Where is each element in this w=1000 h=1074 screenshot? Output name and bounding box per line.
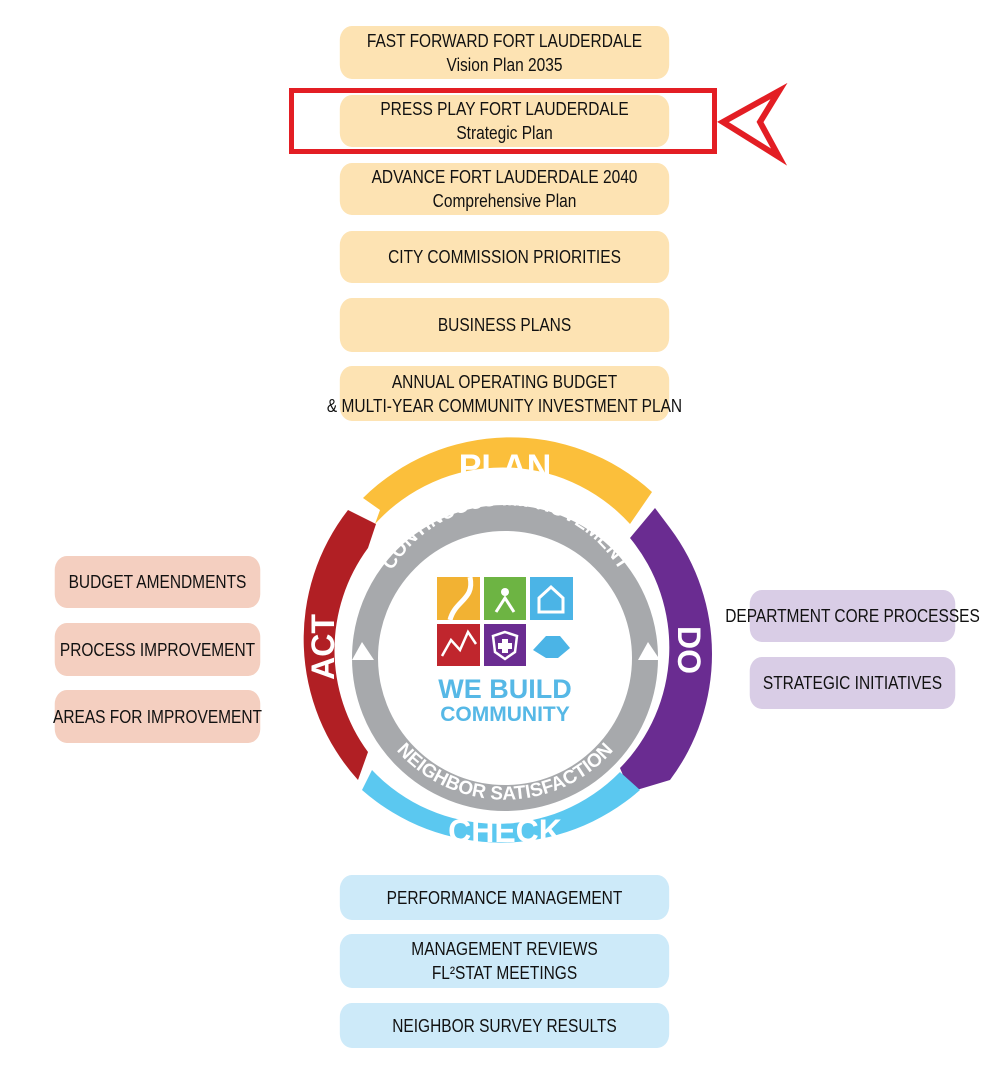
inner-ring-arrow-right — [638, 642, 660, 660]
check-box-neighbor-survey: NEIGHBOR SURVEY RESULTS — [339, 1003, 670, 1048]
act-box-budget-amendments: BUDGET AMENDMENTS — [54, 556, 261, 608]
logo-line2: COMMUNITY — [440, 703, 570, 726]
plan-box-title: CITY COMMISSION PRIORITIES — [388, 247, 621, 267]
act-box-areas-for-improvement: AREAS FOR IMPROVEMENT — [52, 690, 263, 743]
plan-box-title: FAST FORWARD FORT LAUDERDALE — [366, 30, 643, 51]
check-box-subtitle: FL²STAT MEETINGS — [431, 963, 578, 983]
neighbor-satisfaction-text: NEIGHBOR SATISFACTION — [393, 739, 618, 805]
neighbor-satisfaction-label: NEIGHBOR SATISFACTION — [393, 739, 618, 805]
act-box-label: PROCESS IMPROVEMENT — [59, 639, 256, 660]
plan-box-budget: ANNUAL OPERATING BUDGET & MULTI-YEAR COM… — [327, 366, 682, 421]
do-box-label: DEPARTMENT CORE PROCESSES — [725, 606, 980, 626]
do-arc — [620, 508, 713, 792]
check-box-management-reviews: MANAGEMENT REVIEWS FL²STAT MEETINGS — [339, 934, 670, 988]
check-label: CHECK — [448, 813, 562, 849]
do-box-core-processes: DEPARTMENT CORE PROCESSES — [725, 590, 980, 642]
check-box-title: NEIGHBOR SURVEY RESULTS — [392, 1015, 617, 1036]
act-label: ACT — [305, 614, 341, 680]
plan-box-title: ANNUAL OPERATING BUDGET — [391, 371, 618, 392]
plan-box-comprehensive-plan: ADVANCE FORT LAUDERDALE 2040 Comprehensi… — [339, 163, 670, 215]
plan-arc — [363, 437, 652, 524]
plan-box-vision-plan: FAST FORWARD FORT LAUDERDALE Vision Plan… — [339, 26, 670, 79]
act-box-label: BUDGET AMENDMENTS — [68, 572, 247, 592]
act-arc — [303, 510, 376, 780]
plan-box-title: PRESS PLAY FORT LAUDERDALE — [380, 99, 629, 119]
check-box-performance-management: PERFORMANCE MANAGEMENT — [339, 875, 670, 920]
chart-icon — [437, 624, 480, 666]
plan-box-title: ADVANCE FORT LAUDERDALE 2040 — [371, 167, 638, 187]
check-box-title: PERFORMANCE MANAGEMENT — [386, 887, 623, 908]
plan-box-subtitle: Vision Plan 2035 — [446, 54, 563, 75]
road-icon — [437, 577, 480, 620]
do-box-label: STRATEGIC INITIATIVES — [762, 673, 943, 693]
plan-label: PLAN — [459, 448, 552, 486]
highlight-frame — [289, 88, 717, 154]
act-box-process-improvement: PROCESS IMPROVEMENT — [54, 623, 261, 676]
do-label: DO — [671, 626, 707, 674]
check-box-title: MANAGEMENT REVIEWS — [411, 939, 598, 959]
plan-box-title: BUSINESS PLANS — [437, 315, 572, 335]
house-icon — [530, 577, 573, 620]
plan-box-subtitle: Comprehensive Plan — [432, 191, 577, 211]
logo-line1: WE BUILD — [438, 674, 571, 704]
we-build-community-logo: WE BUILD COMMUNITY — [437, 576, 573, 726]
check-arc — [362, 770, 640, 843]
plan-box-business-plans: BUSINESS PLANS — [339, 298, 670, 352]
plan-box-strategic-plan: PRESS PLAY FORT LAUDERDALE Strategic Pla… — [339, 95, 670, 147]
arrow-pointer-icon — [717, 82, 788, 166]
inner-ring-arrow-left — [352, 642, 374, 660]
act-box-label: AREAS FOR IMPROVEMENT — [52, 706, 263, 727]
plan-box-subtitle: Strategic Plan — [456, 123, 553, 143]
do-box-strategic-initiatives: STRATEGIC INITIATIVES — [749, 657, 956, 709]
plan-box-subtitle: & MULTI-YEAR COMMUNITY INVESTMENT PLAN — [326, 395, 683, 416]
plan-box-commission-priorities: CITY COMMISSION PRIORITIES — [339, 231, 670, 283]
